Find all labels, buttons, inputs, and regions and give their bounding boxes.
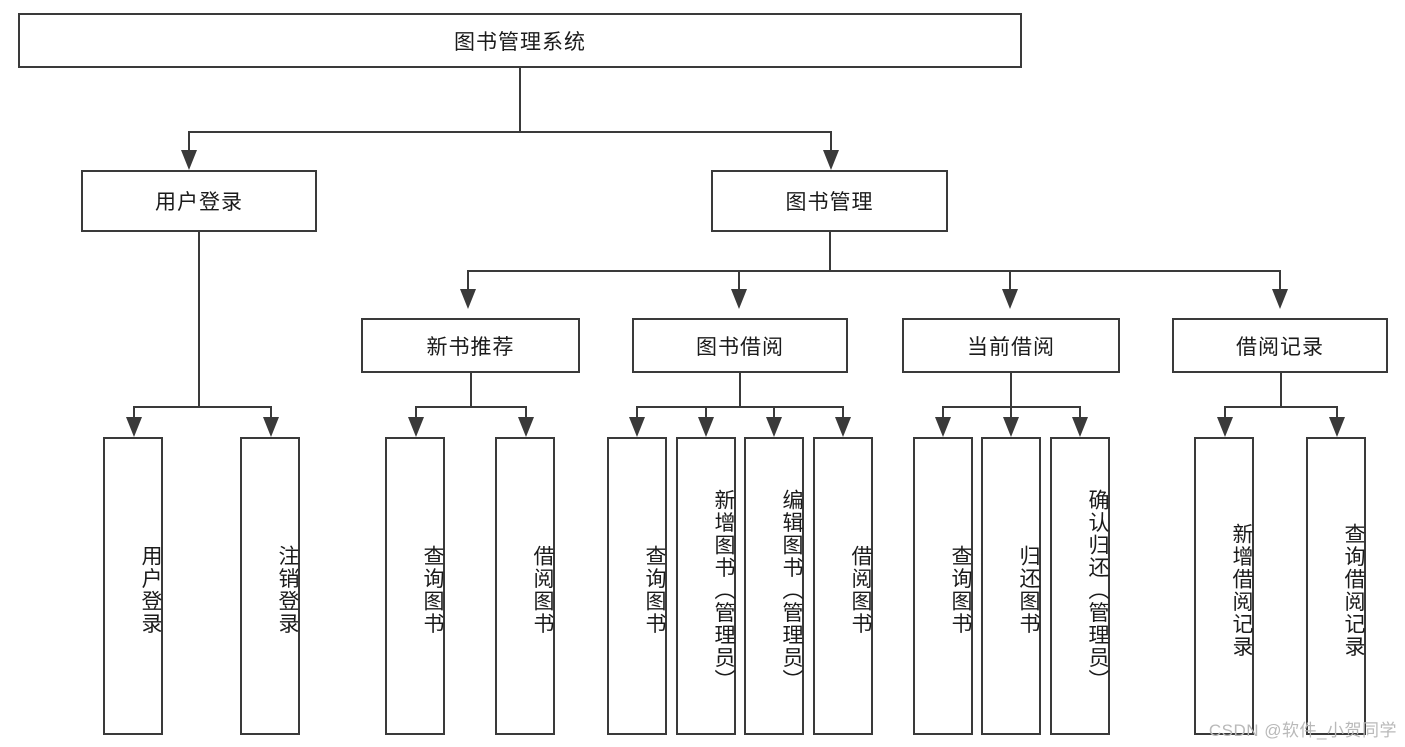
node-label: 图书管理 <box>785 191 874 214</box>
leaf-label: 新增借阅记录 <box>1230 522 1253 658</box>
leaf-current-borrow-0[interactable]: 查询图书 <box>913 437 973 735</box>
leaf-label: 借阅图书 <box>849 545 872 635</box>
arrow-borrow-record-leaf-2-icon <box>1329 417 1345 437</box>
leaf-current-borrow-2[interactable]: 确认归还（管理员） <box>1050 437 1110 735</box>
arrow-to-current-borrow-icon <box>1002 289 1018 309</box>
edge-current-borrow-leaf-3 <box>1079 406 1081 417</box>
edge-to-borrow-record <box>1279 270 1281 289</box>
edge-new-book-rec-leaf-1 <box>415 406 417 417</box>
leaf-label: 新增图书（管理员） <box>712 488 735 692</box>
node-label: 当前借阅 <box>967 335 1055 359</box>
leaf-new-book-rec-0[interactable]: 查询图书 <box>385 437 445 735</box>
node-root-book-management-system[interactable]: 图书管理系统 <box>18 13 1022 68</box>
edge-user-login-bar <box>133 406 270 408</box>
leaf-borrow-record-1[interactable]: 查询借阅记录 <box>1306 437 1366 735</box>
arrow-book-borrow-leaf-3-icon <box>766 417 782 437</box>
arrow-to-user-login-icon <box>181 150 197 170</box>
node-new-book-recommend[interactable]: 新书推荐 <box>361 318 580 373</box>
node-user-login[interactable]: 用户登录 <box>81 170 317 232</box>
edge-user-login-leaf-1 <box>133 406 135 417</box>
arrow-new-book-rec-leaf-2-icon <box>518 417 534 437</box>
arrow-user-login-leaf-1-icon <box>126 417 142 437</box>
leaf-label: 归还图书 <box>1017 545 1040 635</box>
leaf-label: 查询借阅记录 <box>1342 522 1365 658</box>
node-book-management[interactable]: 图书管理 <box>711 170 948 232</box>
node-label: 借阅记录 <box>1236 335 1324 359</box>
arrow-book-borrow-leaf-4-icon <box>835 417 851 437</box>
leaf-borrow-record-0[interactable]: 新增借阅记录 <box>1194 437 1254 735</box>
edge-book-borrow-stem <box>739 373 741 406</box>
edge-to-current-borrow <box>1009 270 1011 289</box>
edge-current-borrow-leaf-1 <box>942 406 944 417</box>
edge-book-borrow-leaf-2 <box>705 406 707 417</box>
node-borrow-record[interactable]: 借阅记录 <box>1172 318 1388 373</box>
arrow-new-book-rec-leaf-1-icon <box>408 417 424 437</box>
edge-book-borrow-leaf-1 <box>636 406 638 417</box>
edge-borrow-record-leaf-2 <box>1336 406 1338 417</box>
node-label: 用户登录 <box>155 191 243 214</box>
edge-borrow-record-bar <box>1224 406 1336 408</box>
leaf-label: 用户登录 <box>139 545 162 635</box>
edge-book-borrow-bar <box>636 406 843 408</box>
edge-user-login-leaf-2 <box>270 406 272 417</box>
leaf-label: 编辑图书（管理员） <box>780 488 803 692</box>
leaf-user-login-0[interactable]: 用户登录 <box>103 437 163 735</box>
node-label: 图书管理系统 <box>454 30 586 54</box>
edge-book-borrow-leaf-3 <box>773 406 775 417</box>
leaf-label: 注销登录 <box>276 545 299 635</box>
node-label: 图书借阅 <box>696 335 784 359</box>
edge-to-user-login <box>188 131 190 150</box>
edge-current-borrow-leaf-2 <box>1010 406 1012 417</box>
edge-new-book-rec-stem <box>470 373 472 406</box>
leaf-book-borrow-3[interactable]: 借阅图书 <box>813 437 873 735</box>
arrow-current-borrow-leaf-1-icon <box>935 417 951 437</box>
leaf-user-login-1[interactable]: 注销登录 <box>240 437 300 735</box>
edge-current-borrow-stem <box>1010 373 1012 406</box>
leaf-label: 查询图书 <box>421 545 444 635</box>
arrow-to-new-book-rec-icon <box>460 289 476 309</box>
edge-new-book-rec-bar <box>415 406 525 408</box>
leaf-label: 确认归还（管理员） <box>1086 488 1109 692</box>
node-label: 新书推荐 <box>426 335 515 359</box>
edge-borrow-record-leaf-1 <box>1224 406 1226 417</box>
arrow-book-borrow-leaf-1-icon <box>629 417 645 437</box>
edge-book-borrow-leaf-4 <box>842 406 844 417</box>
edge-root-stem <box>519 68 521 131</box>
leaf-label: 借阅图书 <box>531 545 554 635</box>
edge-level3-bar <box>467 270 1281 272</box>
arrow-borrow-record-leaf-1-icon <box>1217 417 1233 437</box>
leaf-book-borrow-0[interactable]: 查询图书 <box>607 437 667 735</box>
node-current-borrow[interactable]: 当前借阅 <box>902 318 1120 373</box>
edge-to-book-manage <box>830 131 832 150</box>
arrow-user-login-leaf-2-icon <box>263 417 279 437</box>
arrow-to-book-borrow-icon <box>731 289 747 309</box>
leaf-book-borrow-2[interactable]: 编辑图书（管理员） <box>744 437 804 735</box>
edge-new-book-rec-leaf-2 <box>525 406 527 417</box>
leaf-current-borrow-1[interactable]: 归还图书 <box>981 437 1041 735</box>
arrow-book-borrow-leaf-2-icon <box>698 417 714 437</box>
edge-borrow-record-stem <box>1280 373 1282 406</box>
leaf-book-borrow-1[interactable]: 新增图书（管理员） <box>676 437 736 735</box>
arrow-current-borrow-leaf-3-icon <box>1072 417 1088 437</box>
arrow-current-borrow-leaf-2-icon <box>1003 417 1019 437</box>
edge-level2-bar <box>188 131 831 133</box>
edge-user-login-stem <box>198 232 200 406</box>
edge-book-manage-stem <box>829 232 831 270</box>
leaf-new-book-rec-1[interactable]: 借阅图书 <box>495 437 555 735</box>
leaf-label: 查询图书 <box>949 545 972 635</box>
arrow-to-borrow-record-icon <box>1272 289 1288 309</box>
edge-to-book-borrow <box>738 270 740 289</box>
edge-to-new-book-rec <box>467 270 469 289</box>
leaf-label: 查询图书 <box>643 545 666 635</box>
node-book-borrow[interactable]: 图书借阅 <box>632 318 848 373</box>
arrow-to-book-manage-icon <box>823 150 839 170</box>
